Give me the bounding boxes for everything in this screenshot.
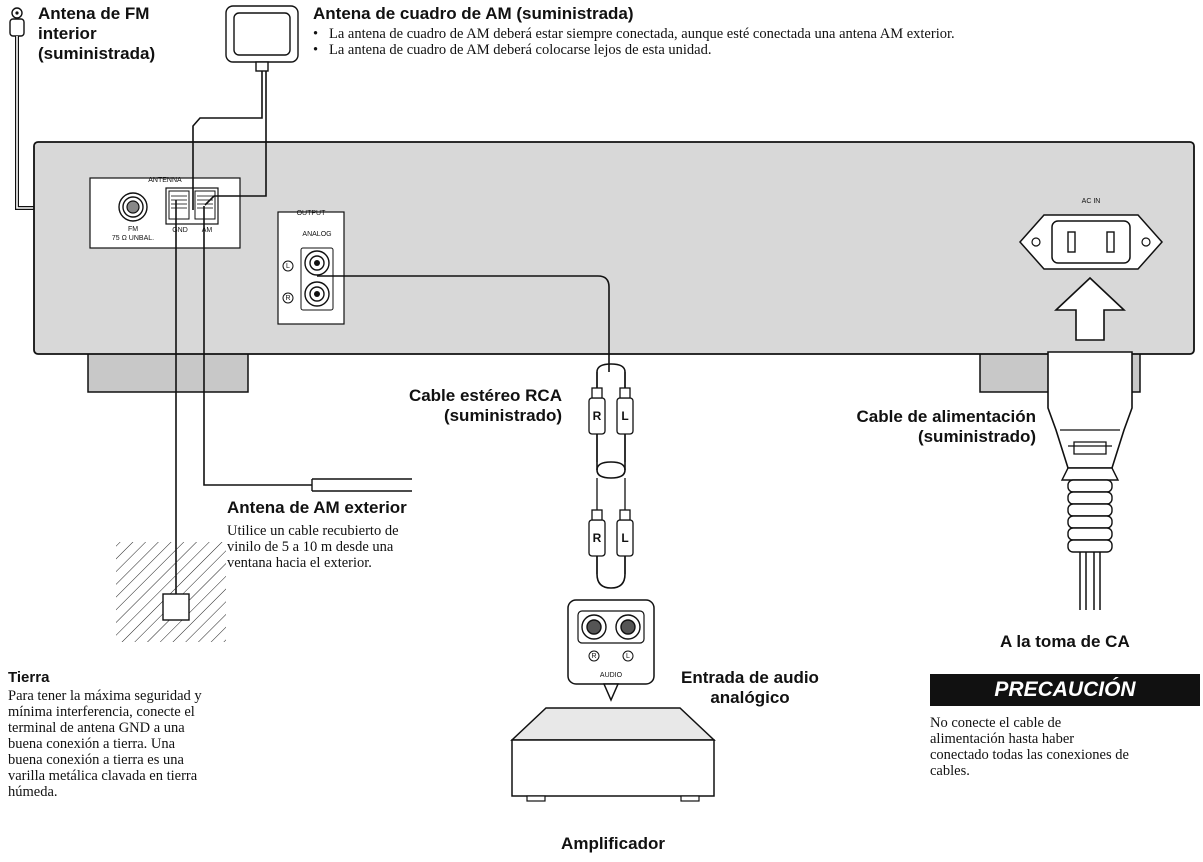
plug-l-lower: L [621, 531, 628, 545]
plug-r-lower: R [593, 531, 602, 545]
fm-antenna-line-2: interior [38, 24, 97, 43]
precaution-banner [930, 674, 1200, 706]
gnd-wire [116, 200, 226, 642]
fm-terminal-label: FM [128, 226, 138, 233]
ground-text: Para tener la máxima seguridad y mínima … [8, 688, 202, 800]
fm-antenna-label: Antena de FM interior (suministrada) [38, 4, 155, 64]
ground-line-1: Para tener la máxima seguridad y [8, 688, 202, 704]
ac-in-label: AC IN [1082, 198, 1101, 205]
am-loop-notes: La antena de cuadro de AM deberá estar s… [313, 26, 955, 58]
am-outdoor-line-3: ventana hacia el exterior. [227, 555, 372, 571]
precaution-line-3: conectado todas las conexiones de [930, 747, 1129, 763]
am-outdoor-title: Antena de AM exterior [227, 498, 407, 517]
analog-input-line-1: Entrada de audio [681, 668, 819, 687]
power-cable-line-1: Cable de alimentación [856, 407, 1037, 426]
ground-line-3: terminal de antena GND a una [8, 720, 185, 736]
rca-cable-line-2: (suministrado) [443, 406, 562, 425]
fm-spec-label: 75 Ω UNBAL. [112, 235, 154, 242]
precaution-line-4: cables. [930, 763, 970, 779]
precaution-text: No conecte el cable de alimentación hast… [930, 715, 1129, 779]
analog-label: ANALOG [302, 231, 331, 238]
am-loop-note-2: La antena de cuadro de AM deberá colocar… [313, 42, 955, 58]
amp-audio-label: AUDIO [600, 672, 623, 679]
am-loop-antenna-icon [225, 5, 299, 72]
amplifier-icon [510, 707, 716, 802]
ground-title: Tierra [8, 669, 50, 686]
output-panel [277, 211, 345, 325]
analog-input-label: Entrada de audio analógico [660, 668, 840, 708]
power-cord [1047, 276, 1133, 610]
am-outdoor-wire [203, 206, 412, 492]
ground-line-7: húmeda. [8, 784, 58, 800]
am-terminal-label: AM [202, 227, 213, 234]
antenna-panel [89, 177, 241, 249]
precaution-title: PRECAUCIÓN [994, 678, 1136, 701]
power-cable-label: Cable de alimentación (suministrado) [800, 407, 1037, 447]
am-outdoor-text: Utilice un cable recubierto de vinilo de… [227, 523, 399, 571]
antenna-panel-label: ANTENNA [148, 177, 182, 184]
ac-inlet [1018, 214, 1164, 270]
am-loop-title: Antena de cuadro de AM (suministrada) [313, 4, 634, 23]
amp-audio-panel [567, 599, 655, 702]
fm-antenna-line-1: Antena de FM [38, 4, 150, 23]
fm-antenna-line-3: (suministrada) [38, 44, 156, 63]
gnd-terminal-label: GND [172, 227, 188, 234]
output-right-mark: R [285, 295, 290, 302]
am-loop-lead [192, 71, 267, 210]
amp-left-mark: L [626, 653, 630, 660]
rca-cable-label: Cable estéreo RCA (suministrado) [380, 386, 562, 426]
rca-plugs-upper [588, 372, 634, 462]
output-left-mark: L [286, 263, 290, 270]
am-loop-note-1: La antena de cuadro de AM deberá estar s… [313, 26, 955, 42]
plug-r-upper: R [593, 409, 602, 423]
rca-cable-line-1: Cable estéreo RCA [408, 386, 562, 405]
am-outdoor-line-2: vinilo de 5 a 10 m desde una [227, 539, 394, 555]
ground-line-5: buena conexión a tierra es una [8, 752, 184, 768]
ground-line-4: buena conexión a tierra. Una [8, 736, 176, 752]
precaution-line-1: No conecte el cable de [930, 715, 1062, 731]
plug-l-upper: L [621, 409, 628, 423]
power-cable-line-2: (suministrado) [917, 427, 1036, 446]
amplifier-label: Amplificador [561, 834, 665, 853]
ac-outlet-label: A la toma de CA [1000, 632, 1130, 651]
rca-plugs-lower [588, 478, 634, 574]
am-outdoor-line-1: Utilice un cable recubierto de [227, 523, 399, 539]
amp-right-mark: R [591, 653, 596, 660]
ground-line-6: varilla metálica clavada en tierra [8, 768, 198, 784]
analog-input-line-2: analógico [710, 688, 790, 707]
precaution-line-2: alimentación hasta haber [930, 731, 1075, 747]
output-panel-label: OUTPUT [297, 210, 327, 217]
ground-line-2: mínima interferencia, conecte el [8, 704, 195, 720]
